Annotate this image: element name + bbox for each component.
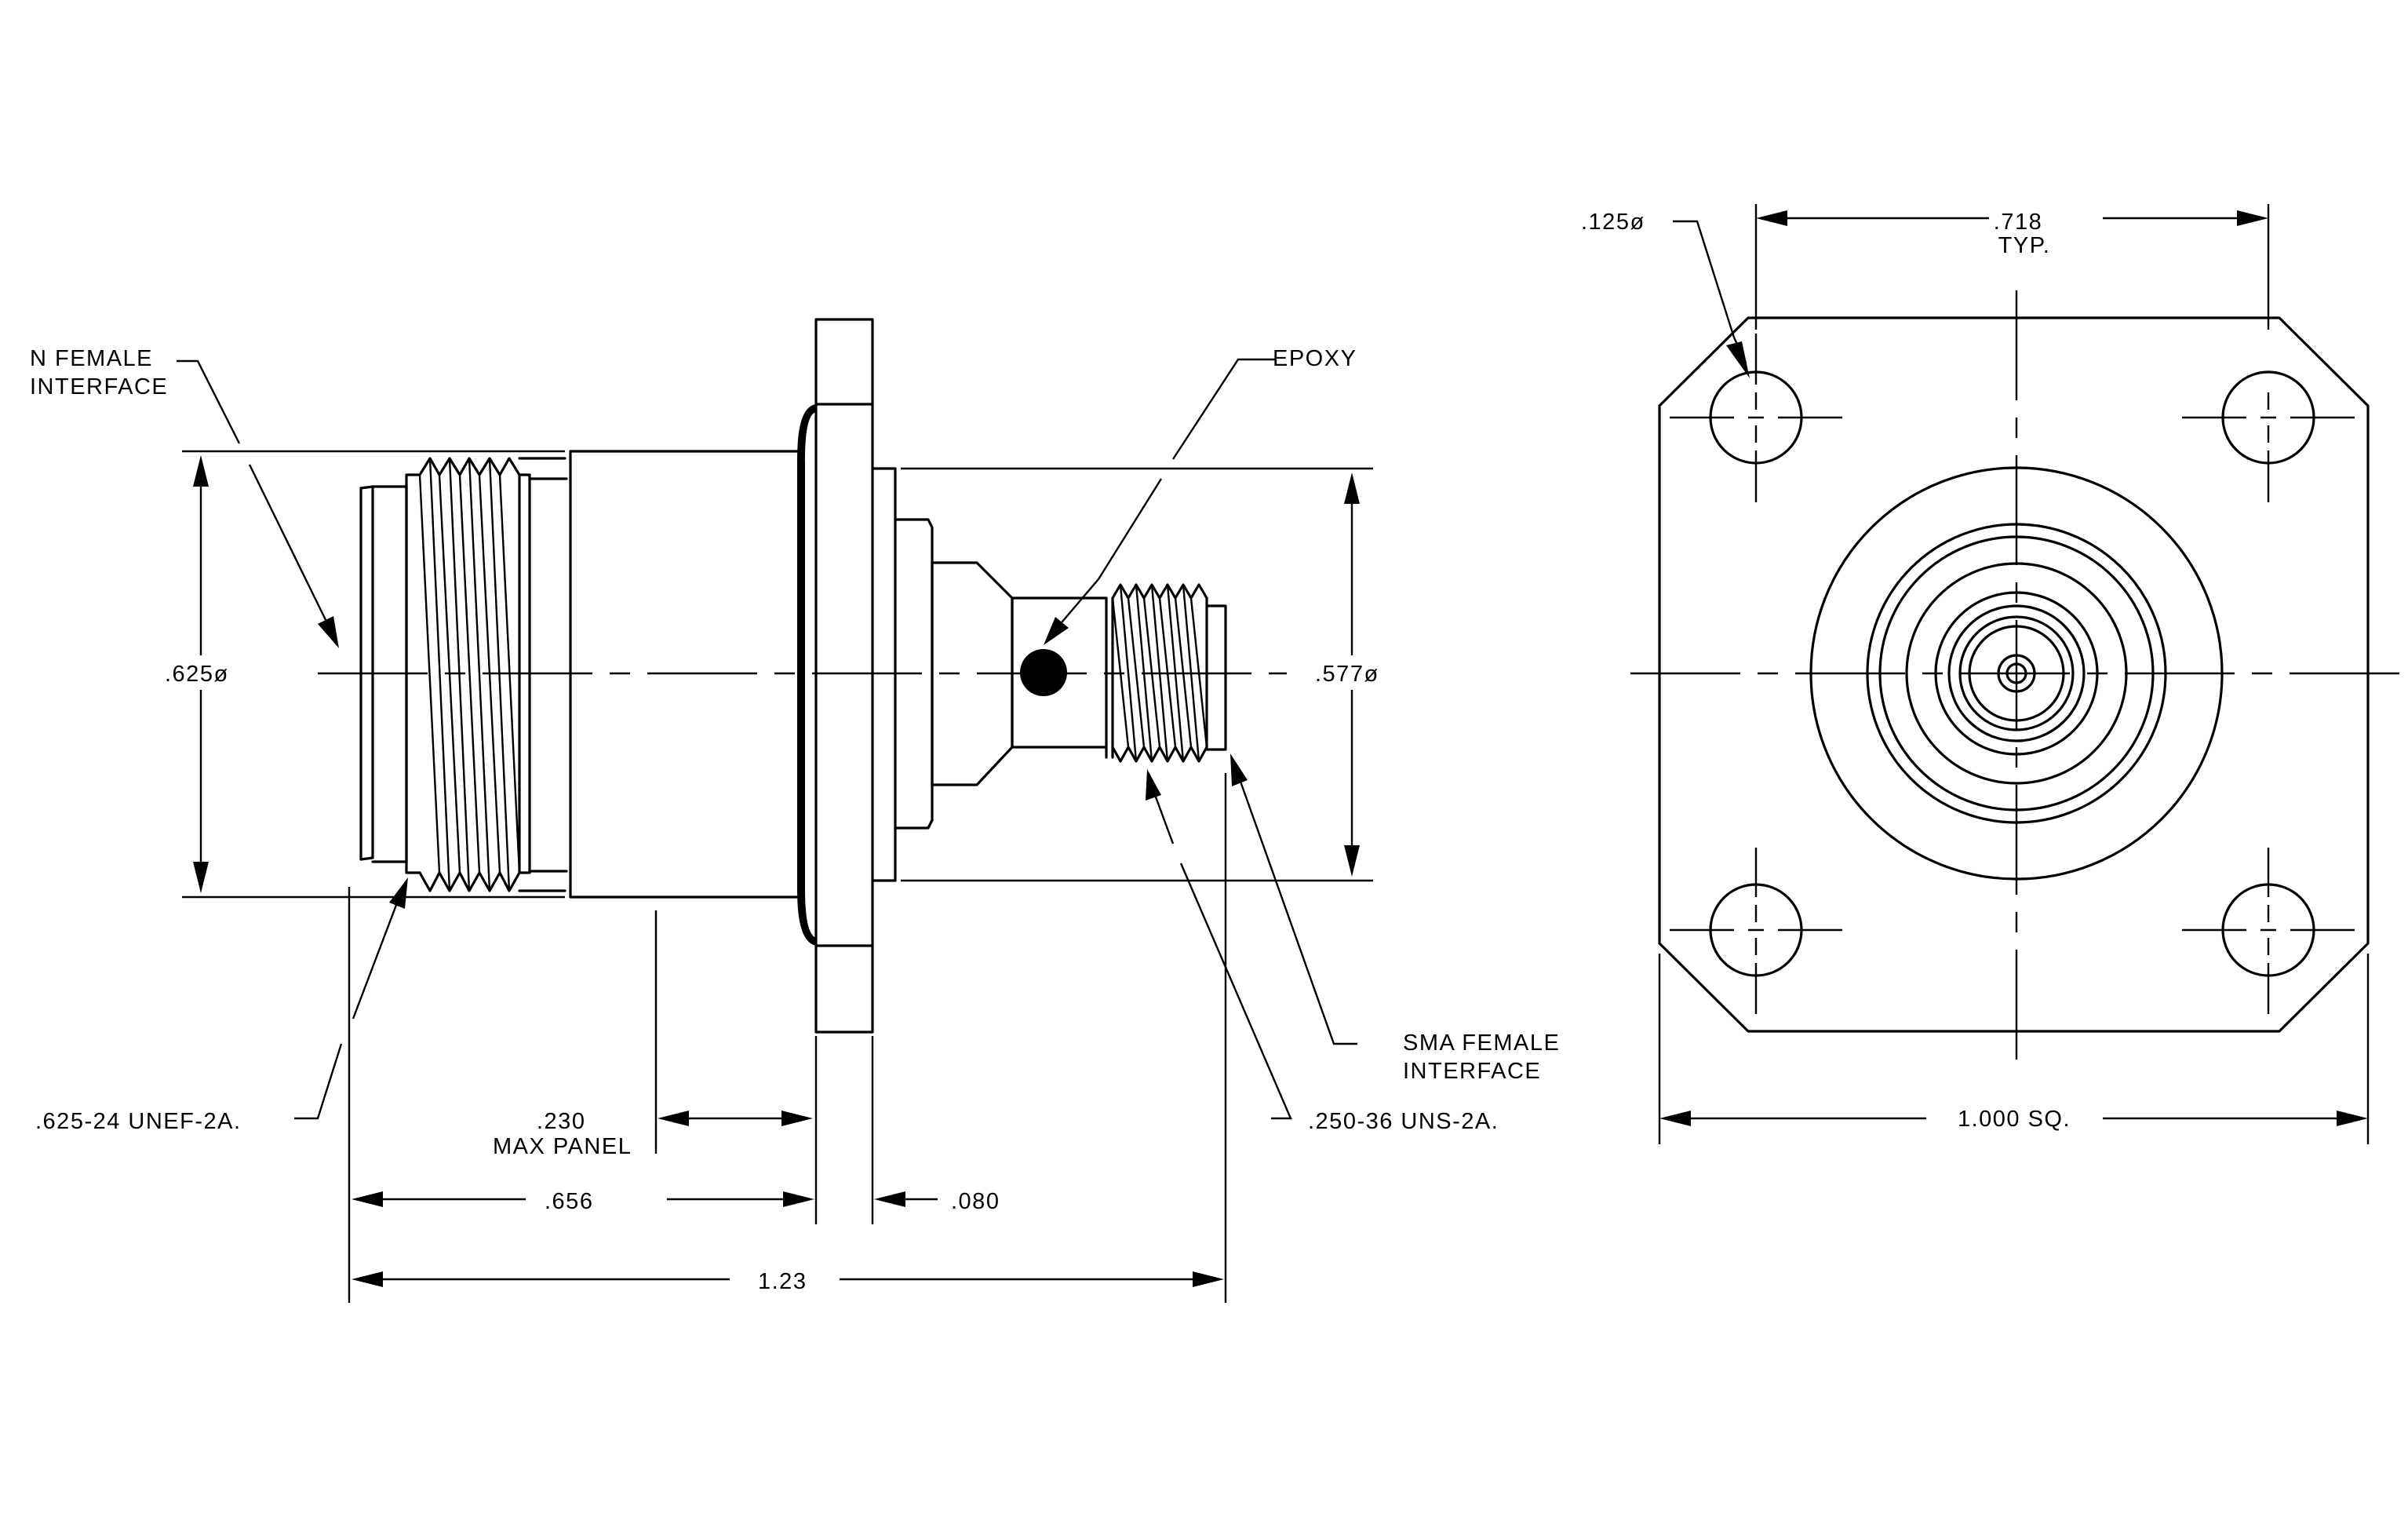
n-thread-label: .625-24 UNEF-2A. — [35, 1109, 242, 1134]
panel-dimension-note: MAX PANEL — [493, 1134, 632, 1159]
n-connector-body — [359, 450, 803, 899]
hole-spacing-value: .718 — [1994, 210, 2042, 235]
sma-connector-body — [871, 467, 1227, 882]
mounting-holes — [1670, 334, 2355, 1014]
dimension-080: .080 — [951, 1189, 1000, 1214]
interface-circles — [1809, 466, 2224, 881]
side-view: N FEMALE INTERFACE EPOXY .625ø .577ø SMA… — [30, 318, 1560, 1303]
flange — [797, 318, 874, 1034]
sma-diameter-label: .577ø — [1315, 662, 1379, 687]
n-interface-label-1: N FEMALE — [30, 346, 153, 371]
flange-outline — [1658, 316, 2370, 1033]
n-diameter-label: .625ø — [165, 662, 229, 687]
dimension-656: .656 — [545, 1189, 593, 1214]
front-view: .125ø .718 TYP. 1.000 SQ. — [1581, 204, 2405, 1144]
sma-thread-label: .250-36 UNS-2A. — [1308, 1109, 1499, 1134]
epoxy-dot — [1020, 649, 1067, 696]
square-size-label: 1.000 SQ. — [1958, 1107, 2071, 1132]
hole-diameter-label: .125ø — [1581, 210, 1645, 235]
hole-spacing-note: TYP. — [1998, 233, 2051, 258]
sma-interface-label-2: INTERFACE — [1403, 1059, 1541, 1084]
epoxy-label: EPOXY — [1273, 346, 1357, 371]
n-interface-label-2: INTERFACE — [30, 374, 168, 399]
panel-dimension-value: .230 — [537, 1109, 585, 1134]
overall-length-label: 1.23 — [758, 1269, 807, 1294]
sma-interface-label-1: SMA FEMALE — [1403, 1030, 1560, 1056]
